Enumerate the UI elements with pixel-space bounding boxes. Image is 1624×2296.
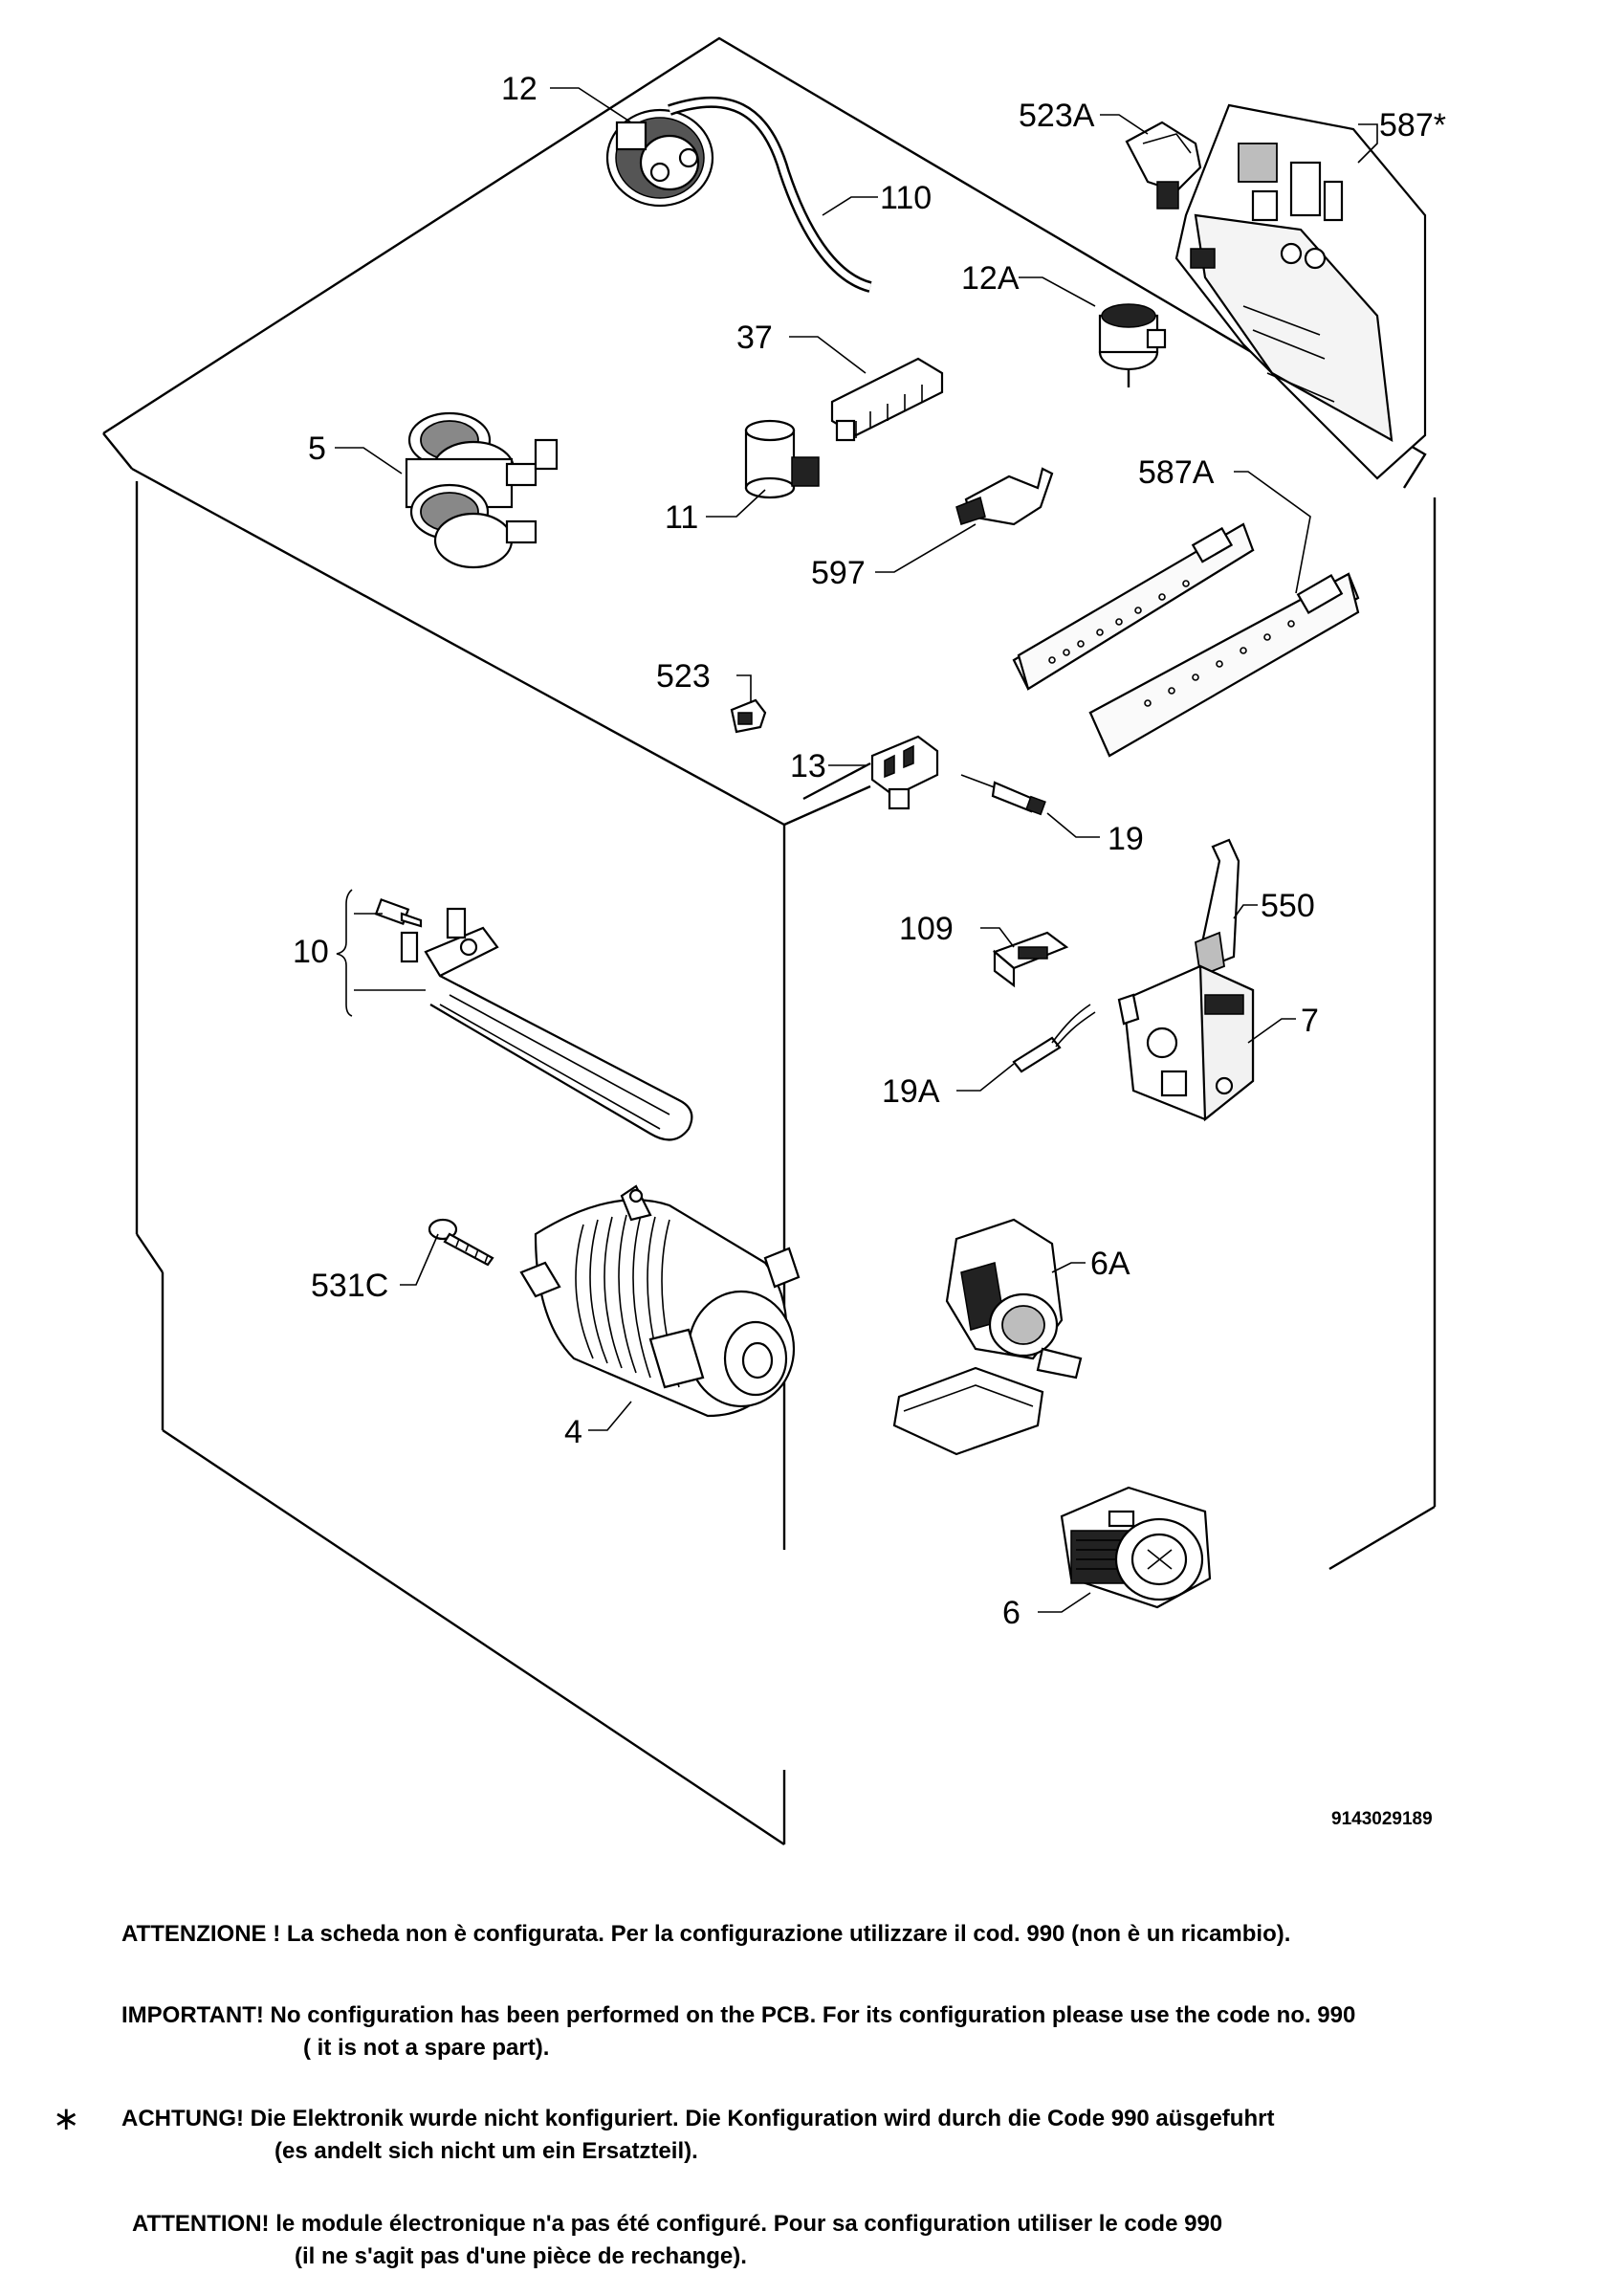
callout-587a: 587A	[1138, 454, 1215, 491]
callout-19a: 19A	[882, 1073, 940, 1110]
callout-523a: 523A	[1019, 98, 1095, 134]
note-english: IMPORTANT! No configuration has been per…	[121, 1999, 1355, 2064]
part-19-sensor	[960, 774, 1046, 816]
callout-523: 523	[656, 658, 711, 695]
callout-5: 5	[308, 430, 326, 467]
part-11-capacitor	[744, 419, 820, 499]
part-523a-switch	[1125, 121, 1202, 210]
part-12a-sensor	[1098, 303, 1167, 387]
callout-labels: 12 110 523A 587* 12A 37 5 11 587A 597 52…	[293, 71, 1446, 1631]
part-4-motor	[519, 1184, 801, 1418]
leader-lines	[335, 87, 1378, 1613]
part-12-pressure-switch	[605, 108, 714, 208]
part-6-pump	[1060, 1486, 1212, 1609]
part-531c-screw	[428, 1218, 494, 1267]
callout-531c: 531C	[311, 1268, 388, 1304]
part-587-star-module	[1174, 103, 1427, 480]
callout-109: 109	[899, 911, 954, 947]
part-550-lever	[1195, 838, 1240, 978]
callout-6: 6	[1002, 1595, 1020, 1631]
part-7-door-lock	[1117, 964, 1255, 1122]
note-german-line-2: (es andelt sich nicht um ein Ersatzteil)…	[274, 2138, 698, 2164]
callout-587-star: 587*	[1379, 107, 1446, 144]
note-german: ACHTUNG! Die Elektronik wurde nicht konf…	[121, 2103, 1274, 2168]
star-marker: ∗	[53, 2101, 80, 2137]
exploded-parts-diagram: 12 110 523A 587* 12A 37 5 11 587A 597 52…	[102, 36, 1446, 1845]
callout-12: 12	[501, 71, 538, 107]
note-french: ATTENTION! le module électronique n'a pa…	[132, 2208, 1222, 2273]
part-523-clip	[730, 698, 767, 734]
callout-4: 4	[564, 1414, 582, 1450]
part-13-connector	[870, 735, 939, 810]
callout-6a: 6A	[1090, 1246, 1130, 1282]
note-french-line-1: ATTENTION! le module électronique n'a pa…	[132, 2211, 1223, 2237]
callout-11: 11	[665, 499, 698, 536]
callout-10: 10	[293, 934, 329, 970]
part-37-terminal-block	[830, 357, 944, 442]
cabinet-outline	[102, 36, 1437, 1845]
callout-550: 550	[1261, 888, 1315, 924]
part-109-clip	[992, 931, 1069, 988]
note-german-line-1: ACHTUNG! Die Elektronik wurde nicht konf…	[121, 2106, 1275, 2131]
note-english-line-2: ( it is not a spare part).	[303, 2035, 550, 2061]
note-italian-text: ATTENZIONE ! La scheda non è configurata…	[121, 1921, 1291, 1947]
part-597-bracket	[955, 467, 1054, 526]
note-italian: ATTENZIONE ! La scheda non è configurata…	[121, 1918, 1290, 1951]
part-5-inlet-valve	[405, 411, 559, 569]
part-19a-sensor	[1012, 1004, 1096, 1073]
callout-12a: 12A	[961, 260, 1020, 297]
part-10-heater	[336, 889, 693, 1141]
drawing-code: 9143029189	[1331, 1809, 1433, 1829]
part-110-hose	[668, 96, 872, 293]
callout-13: 13	[790, 748, 826, 784]
note-french-line-2: (il ne s'agit pas d'une pièce de rechang…	[295, 2243, 747, 2269]
callout-19: 19	[1108, 821, 1144, 857]
callout-7: 7	[1301, 1003, 1319, 1039]
callout-37: 37	[736, 320, 773, 356]
part-587a-pcb-boards	[1012, 522, 1360, 758]
note-english-line-1: IMPORTANT! No configuration has been per…	[121, 2002, 1356, 2028]
callout-110: 110	[880, 180, 932, 216]
part-6a-drain-pump	[892, 1218, 1083, 1456]
callout-597: 597	[811, 555, 866, 591]
